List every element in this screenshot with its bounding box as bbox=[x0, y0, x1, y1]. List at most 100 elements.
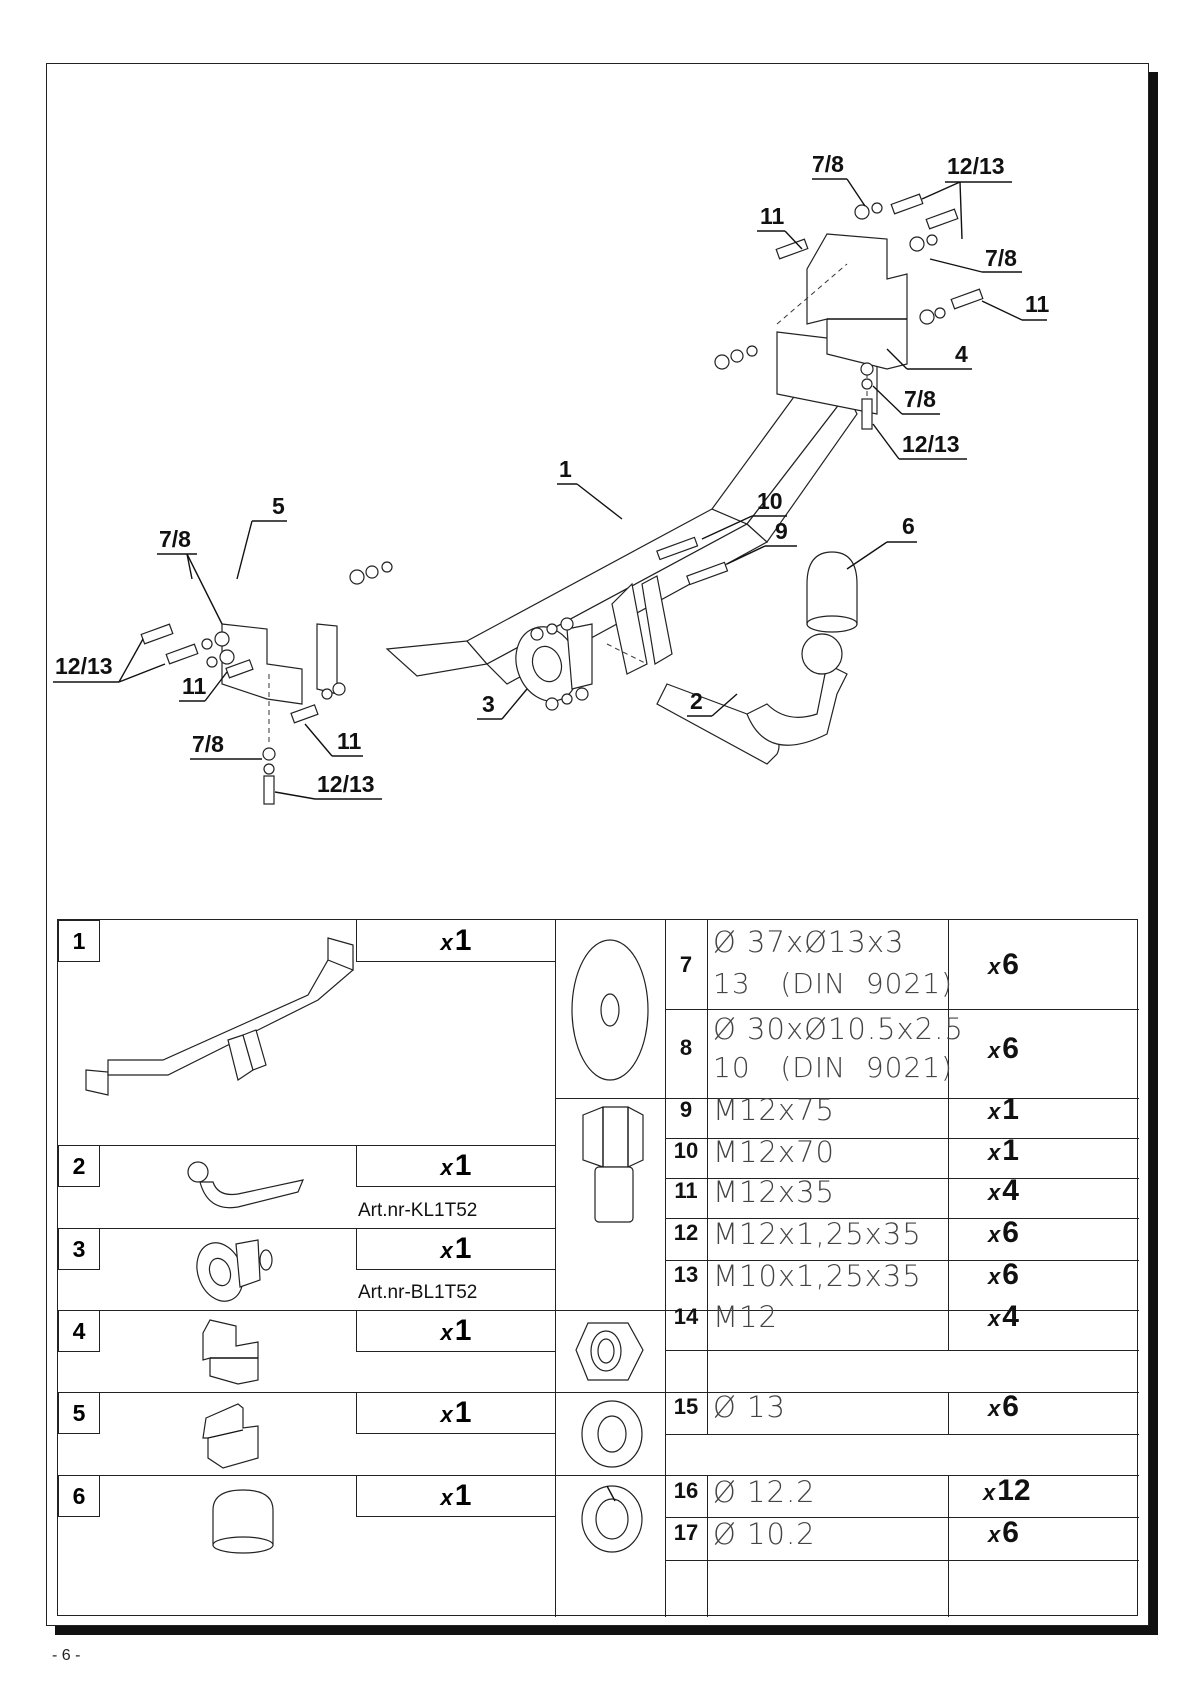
hardware-spec: Ø 13 bbox=[713, 1390, 786, 1424]
hardware-quantity: x12 bbox=[983, 1474, 1031, 1507]
bracket-4-icon bbox=[202, 1319, 259, 1385]
hardware-number: 10 bbox=[673, 1138, 699, 1163]
part-quantity: x1 bbox=[356, 1392, 555, 1434]
hardware-number: 17 bbox=[673, 1520, 699, 1545]
label-7-8-bottom: 7/8 bbox=[190, 731, 262, 760]
label-7-8-left: 7/8 bbox=[157, 526, 223, 625]
part-number: 1 bbox=[58, 920, 100, 962]
callout-label: 11 bbox=[760, 203, 785, 229]
callout-label: 3 bbox=[482, 691, 495, 717]
label-11-right: 11 bbox=[981, 291, 1050, 321]
part-number: 3 bbox=[58, 1228, 100, 1270]
hardware-number: 11 bbox=[674, 1178, 698, 1203]
bolt-icon bbox=[582, 1106, 644, 1223]
part-number: 4 bbox=[58, 1310, 100, 1352]
label-3: 3 bbox=[477, 688, 528, 720]
label-7-8-top: 7/8 bbox=[812, 151, 866, 207]
hardware-spec: M12x35 bbox=[713, 1175, 835, 1209]
label-12-13-left: 12/13 bbox=[53, 638, 166, 683]
cap-part-6 bbox=[806, 551, 858, 633]
callout-label: 7/8 bbox=[985, 245, 1017, 271]
label-4: 4 bbox=[886, 341, 972, 370]
hardware-number: 7 bbox=[679, 952, 693, 977]
hardware-quantity: x6 bbox=[988, 1516, 1019, 1549]
callout-label: 7/8 bbox=[159, 526, 191, 552]
hardware-spec: Ø 10.2 bbox=[713, 1517, 816, 1551]
label-6: 6 bbox=[846, 513, 917, 570]
hardware-quantity: x1 bbox=[988, 1134, 1019, 1167]
callout-label: 5 bbox=[272, 493, 285, 519]
socket-plate-part-3 bbox=[515, 623, 593, 702]
part-quantity: x1 bbox=[356, 920, 555, 962]
crossbar-part-1 bbox=[316, 331, 878, 695]
article-number: Art.nr-BL1T52 bbox=[358, 1282, 478, 1303]
spring-washer-icon bbox=[581, 1485, 643, 1553]
label-11-top: 11 bbox=[757, 203, 803, 250]
hardware-number: 9 bbox=[679, 1097, 693, 1122]
part-quantity: x1 bbox=[356, 1145, 555, 1187]
label-7-8-mid: 7/8 bbox=[872, 385, 940, 415]
cap-icon bbox=[212, 1489, 274, 1554]
part-quantity: x1 bbox=[356, 1310, 555, 1352]
towball-part-2 bbox=[656, 633, 848, 765]
callout-label: 11 bbox=[1025, 291, 1050, 317]
callout-label: 10 bbox=[757, 488, 783, 514]
hardware-quantity: x1 bbox=[988, 1093, 1019, 1126]
label-12-13-bottom: 12/13 bbox=[274, 771, 382, 800]
hardware-number: 15 bbox=[673, 1394, 699, 1419]
hardware-quantity: x6 bbox=[988, 1216, 1019, 1249]
hardware-spec-line-2: 13 (DIN 9021) bbox=[713, 967, 953, 1000]
hardware-quantity: x4 bbox=[988, 1300, 1019, 1333]
callout-label: 6 bbox=[902, 513, 915, 539]
part-quantity: x1 bbox=[356, 1475, 555, 1517]
hardware-number: 14 bbox=[673, 1304, 699, 1329]
fasteners bbox=[140, 193, 984, 805]
label-2: 2 bbox=[687, 688, 738, 717]
bracket-part-4 bbox=[806, 233, 908, 370]
label-7-8-right: 7/8 bbox=[929, 245, 1022, 273]
hardware-spec: M10x1,25x35 bbox=[713, 1259, 922, 1293]
part-quantity: x1 bbox=[356, 1228, 555, 1270]
callout-label: 12/13 bbox=[947, 153, 1005, 179]
callout-label: 1 bbox=[559, 456, 572, 482]
hardware-number: 8 bbox=[679, 1035, 693, 1060]
part-number: 5 bbox=[58, 1392, 100, 1434]
hardware-spec: M12 bbox=[713, 1300, 778, 1334]
callout-label: 12/13 bbox=[902, 431, 960, 457]
label-1: 1 bbox=[557, 456, 623, 520]
hardware-number: 16 bbox=[673, 1478, 699, 1503]
hardware-spec: M12x1,25x35 bbox=[713, 1217, 922, 1251]
page-number: - 6 - bbox=[52, 1647, 81, 1664]
part-number: 6 bbox=[58, 1475, 100, 1517]
hardware-spec: M12x75 bbox=[713, 1093, 835, 1127]
hardware-spec: Ø 37xØ13x3 bbox=[713, 925, 905, 959]
callout-label: 7/8 bbox=[192, 731, 224, 757]
label-12-13-top: 12/13 bbox=[921, 153, 1012, 240]
hardware-quantity: x6 bbox=[988, 1390, 1019, 1423]
drawing-frame: 7/8 12/13 11 7/8 11 4 7/8 12/13 1 10 9 6… bbox=[46, 63, 1149, 1626]
callout-label: 12/13 bbox=[317, 771, 375, 797]
callout-label: 12/13 bbox=[55, 653, 113, 679]
label-10: 10 bbox=[701, 488, 787, 540]
callout-label: 2 bbox=[690, 688, 703, 714]
exploded-assembly-diagram: 7/8 12/13 11 7/8 11 4 7/8 12/13 1 10 9 6… bbox=[53, 151, 1050, 805]
washer-icon bbox=[571, 939, 649, 1081]
callout-label: 4 bbox=[955, 341, 968, 367]
bracket-part-5 bbox=[221, 623, 303, 705]
hardware-spec: M12x70 bbox=[713, 1135, 835, 1169]
hardware-quantity: x6 bbox=[988, 1258, 1019, 1291]
hardware-number: 12 bbox=[673, 1220, 699, 1245]
flat-washer-icon bbox=[581, 1400, 643, 1468]
hardware-quantity: x4 bbox=[988, 1174, 1019, 1207]
label-12-13-mid: 12/13 bbox=[872, 423, 967, 460]
hardware-spec: Ø 30xØ10.5x2.5 bbox=[713, 1012, 964, 1046]
callout-label: 7/8 bbox=[904, 386, 936, 412]
hardware-quantity: x6 bbox=[988, 1032, 1019, 1065]
callout-label: 11 bbox=[182, 673, 207, 699]
article-number: Art.nr-KL1T52 bbox=[358, 1200, 478, 1221]
nut-icon bbox=[575, 1322, 644, 1381]
callout-label: 7/8 bbox=[812, 151, 844, 177]
label-9: 9 bbox=[726, 518, 797, 565]
hardware-number: 13 bbox=[673, 1262, 699, 1287]
bracket-5-icon bbox=[202, 1403, 259, 1469]
